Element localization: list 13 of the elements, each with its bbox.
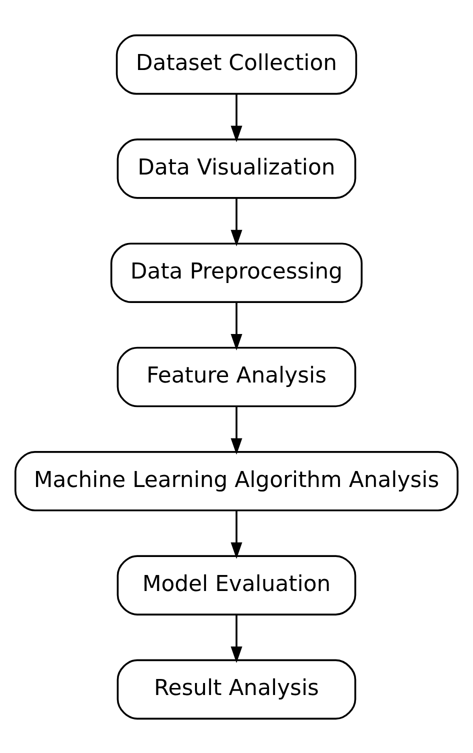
arrow: [230, 197, 242, 246]
node-box: Data Visualization: [116, 138, 356, 198]
arrow: [230, 614, 242, 662]
node-box: Feature Analysis: [116, 346, 356, 407]
node-box: Data Preprocessing: [110, 242, 363, 302]
arrow: [230, 406, 242, 454]
node-box: Dataset Collection: [116, 34, 358, 94]
arrow: [230, 93, 242, 142]
arrow: [230, 510, 242, 558]
node-box: Machine Learning Algorithm Analysis: [14, 450, 458, 511]
node-box: Model Evaluation: [116, 554, 356, 615]
arrow: [230, 302, 242, 350]
node-box: Result Analysis: [116, 658, 356, 720]
